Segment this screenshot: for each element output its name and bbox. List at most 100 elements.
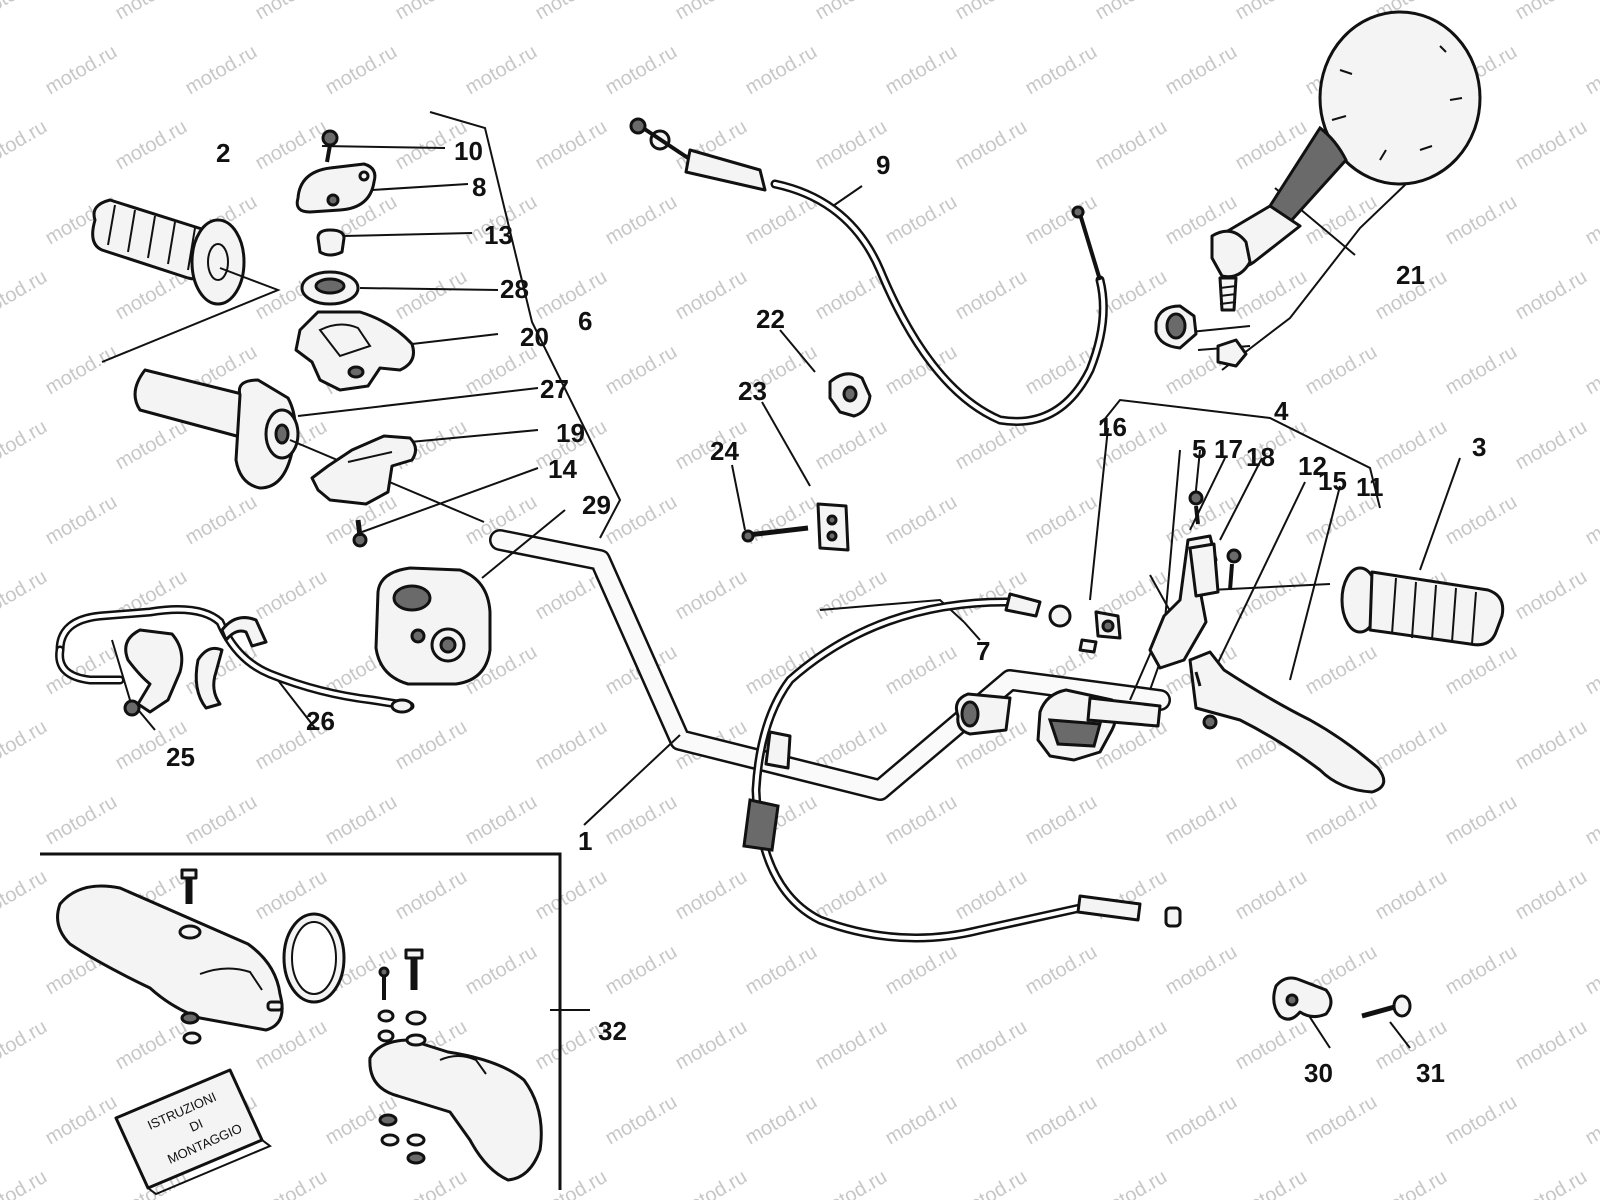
watermark-text: motod.ru xyxy=(882,191,961,250)
watermark-text: motod.ru xyxy=(672,866,751,925)
label-6: 6 xyxy=(578,306,592,336)
watermark-text: motod.ru xyxy=(1372,416,1451,475)
watermark-text: motod.ru xyxy=(952,116,1031,175)
label-19: 19 xyxy=(556,418,585,448)
watermark-text: motod.ru xyxy=(42,41,121,100)
watermark-text: motod.ru xyxy=(42,791,121,850)
watermark-text: motod.ru xyxy=(1302,1091,1381,1150)
watermark-text: motod.ru xyxy=(1092,0,1171,24)
watermark-text: motod.ru xyxy=(882,1091,961,1150)
watermark-text: motod.ru xyxy=(1022,791,1101,850)
watermark-text: motod.ru xyxy=(252,1166,331,1200)
watermark-text: motod.ru xyxy=(0,266,51,325)
watermark-text: motod.ru xyxy=(1442,341,1521,400)
watermark-text: motod.ru xyxy=(952,866,1031,925)
watermark-text: motod.ru xyxy=(182,41,261,100)
watermark-text: motod.ru xyxy=(112,416,191,475)
watermark-text: motod.ru xyxy=(1302,641,1381,700)
watermark-text: motod.ru xyxy=(532,266,611,325)
watermark-text: motod.ru xyxy=(1092,1166,1171,1200)
switch-block xyxy=(374,566,492,686)
watermark-text: motod.ru xyxy=(1442,491,1521,550)
watermark-text: motod.ru xyxy=(1582,341,1600,400)
watermark-text: motod.ru xyxy=(742,1091,821,1150)
watermark-text: motod.ru xyxy=(672,1016,751,1075)
label-31: 31 xyxy=(1416,1058,1445,1088)
label-14: 14 xyxy=(548,454,577,484)
watermark-text: motod.ru xyxy=(602,791,681,850)
watermark-text: motod.ru xyxy=(952,1016,1031,1075)
watermark-text: motod.ru xyxy=(1162,791,1241,850)
label-29: 29 xyxy=(582,490,611,520)
watermark-text: motod.ru xyxy=(392,1166,471,1200)
watermark-text: motod.ru xyxy=(1022,41,1101,100)
throttle-tube xyxy=(133,368,300,490)
choke-cable xyxy=(629,117,1108,426)
label-8: 8 xyxy=(472,172,486,202)
left-grip xyxy=(91,198,246,306)
part-labels: 2 10 8 13 28 6 20 27 19 14 29 9 22 23 24… xyxy=(166,136,1486,1088)
watermark-text: motod.ru xyxy=(602,1091,681,1150)
label-22: 22 xyxy=(756,304,785,334)
watermark-text: motod.ru xyxy=(182,791,261,850)
watermark-text: motod.ru xyxy=(952,1166,1031,1200)
label-15: 15 xyxy=(1318,466,1347,496)
watermark-text: motod.ru xyxy=(882,491,961,550)
instructions-line2: DI xyxy=(187,1116,205,1135)
watermark-text: motod.ru xyxy=(112,116,191,175)
watermark-text: motod.ru xyxy=(602,491,681,550)
watermark-text: motod.ru xyxy=(812,0,891,24)
mirror xyxy=(1154,10,1482,368)
label-26: 26 xyxy=(306,706,335,736)
watermark-text: motod.ru xyxy=(392,866,471,925)
watermark-text: motod.ru xyxy=(952,0,1031,24)
watermark-text: motod.ru xyxy=(42,341,121,400)
watermark-text: motod.ru xyxy=(462,941,541,1000)
label-21: 21 xyxy=(1396,260,1425,290)
watermark-text: motod.ru xyxy=(112,0,191,24)
label-20: 20 xyxy=(520,322,549,352)
watermark-text: motod.ru xyxy=(1442,941,1521,1000)
watermark-text: motod.ru xyxy=(1512,116,1591,175)
watermark-text: motod.ru xyxy=(322,41,401,100)
watermark-text: motod.ru xyxy=(1022,1091,1101,1150)
watermark-text: motod.ru xyxy=(882,41,961,100)
watermark-text: motod.ru xyxy=(182,491,261,550)
label-5: 5 xyxy=(1192,434,1206,464)
clutch-lever-assembly xyxy=(954,490,1386,794)
clutch-cable xyxy=(742,592,1182,943)
watermark-text: motod.ru xyxy=(882,941,961,1000)
watermark-text: motod.ru xyxy=(1512,1016,1591,1075)
watermark-text: motod.ru xyxy=(1022,941,1101,1000)
label-28: 28 xyxy=(500,274,529,304)
watermark-text: motod.ru xyxy=(0,716,51,775)
watermark-text: motod.ru xyxy=(812,416,891,475)
watermark-text: motod.ru xyxy=(672,0,751,24)
watermark-text: motod.ru xyxy=(602,941,681,1000)
label-3: 3 xyxy=(1472,432,1486,462)
watermark-text: motod.ru xyxy=(1512,566,1591,625)
watermark-text: motod.ru xyxy=(1162,941,1241,1000)
watermark-text: motod.ru xyxy=(1302,791,1381,850)
watermark-text: motod.ru xyxy=(1162,1091,1241,1150)
watermark-text: motod.ru xyxy=(812,1016,891,1075)
right-grip xyxy=(1340,566,1505,647)
watermark-text: motod.ru xyxy=(532,1166,611,1200)
watermark-text: motod.ru xyxy=(1442,1091,1521,1150)
watermark-text: motod.ru xyxy=(322,791,401,850)
watermark-text: motod.ru xyxy=(0,416,51,475)
watermark-text: motod.ru xyxy=(1232,1016,1311,1075)
label-17: 17 xyxy=(1214,434,1243,464)
watermark-text: motod.ru xyxy=(532,0,611,24)
watermark-text: motod.ru xyxy=(1302,341,1381,400)
throttle-housing-parts xyxy=(294,129,417,548)
watermark-text: motod.ru xyxy=(1582,491,1600,550)
watermark-text: motod.ru xyxy=(462,41,541,100)
label-13: 13 xyxy=(484,220,513,250)
watermark-text: motod.ru xyxy=(252,566,331,625)
watermark-text: motod.ru xyxy=(392,716,471,775)
wiring-harness xyxy=(55,605,415,717)
label-12: 12 xyxy=(1298,451,1327,481)
label-30: 30 xyxy=(1304,1058,1333,1088)
watermark-text: motod.ru xyxy=(392,266,471,325)
